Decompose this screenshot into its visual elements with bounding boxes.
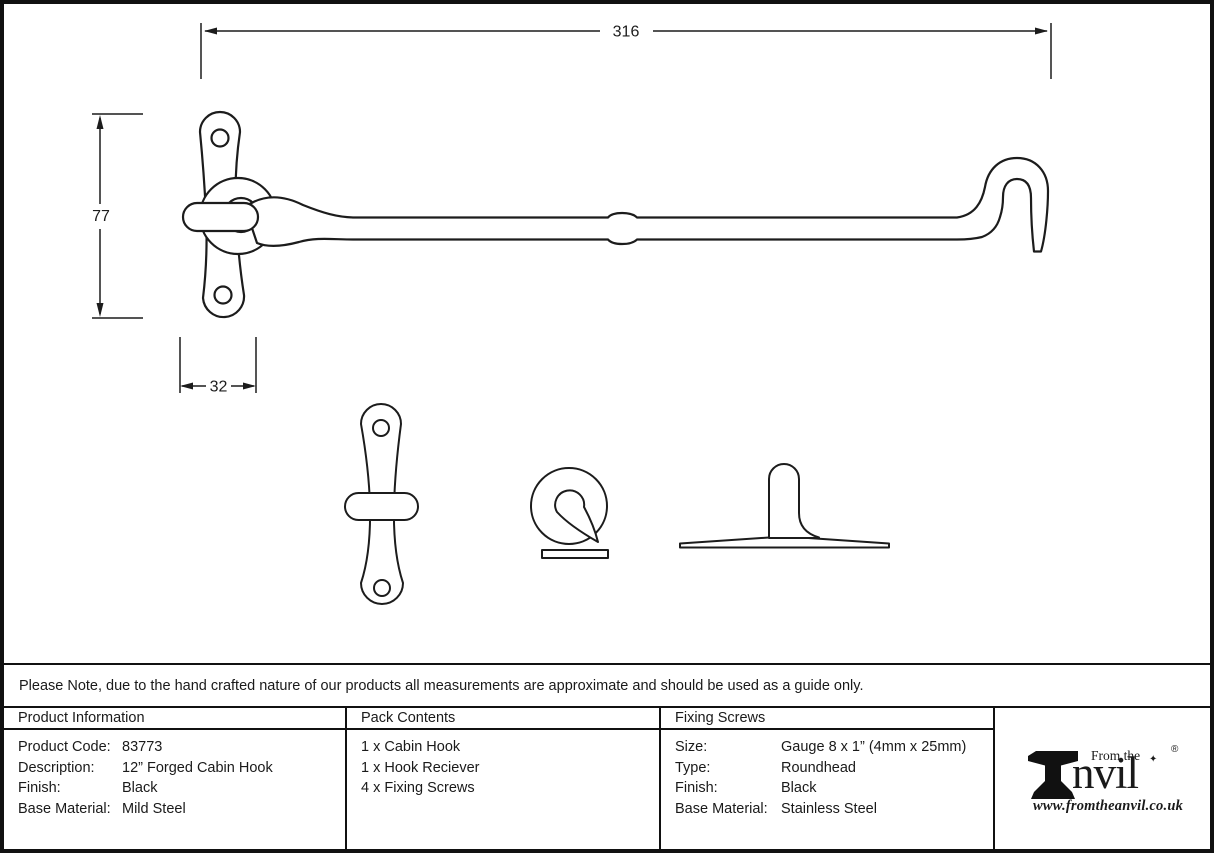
row-value: Black <box>781 780 817 797</box>
table-row: Base Material: Mild Steel <box>4 799 345 820</box>
product-information-column: Product Information Product Code: 83773 … <box>4 708 347 849</box>
table-row: Finish: Black <box>661 778 993 799</box>
list-item: 4 x Fixing Screws <box>361 780 475 797</box>
pack-contents-header: Pack Contents <box>347 708 659 730</box>
cabin-hook-technical-drawing: 316 77 <box>92 23 1052 605</box>
screw-hole <box>372 419 390 437</box>
table-row: Base Material: Stainless Steel <box>661 799 993 820</box>
table-row: Finish: Black <box>4 778 345 799</box>
technical-drawing-area: 316 77 <box>4 4 1210 663</box>
screw-hole <box>373 579 391 597</box>
from-the-anvil-logo: From the nvil ✦ ® www.fromtheanvil.co.uk <box>1028 744 1188 817</box>
toggle-bar <box>181 201 260 233</box>
fixing-screws-header: Fixing Screws <box>661 708 993 730</box>
row-value: Stainless Steel <box>781 801 877 818</box>
anvil-icon <box>1028 751 1078 799</box>
row-value: Gauge 8 x 1” (4mm x 25mm) <box>781 739 967 756</box>
dimension-width-label: 32 <box>210 379 228 396</box>
row-value: 12” Forged Cabin Hook <box>122 759 273 776</box>
dimension-length-label: 316 <box>613 24 640 41</box>
hook-eye-side-view <box>530 467 609 559</box>
row-label: Size: <box>675 739 708 756</box>
screw-hole-top <box>210 128 230 148</box>
registered-trademark-icon: ® <box>1171 744 1179 755</box>
row-label: Description: <box>18 759 95 776</box>
dimension-height-label: 77 <box>92 208 110 225</box>
specification-table: Product Information Product Code: 83773 … <box>4 706 1210 849</box>
table-row: Size: Gauge 8 x 1” (4mm x 25mm) <box>661 737 993 758</box>
measurement-note: Please Note, due to the hand crafted nat… <box>4 663 1210 706</box>
toggle-bar-front-view <box>344 492 419 521</box>
eye-base-plate <box>541 549 609 559</box>
product-information-header: Product Information <box>4 708 345 730</box>
logo-website-url: www.fromtheanvil.co.uk <box>1032 798 1184 814</box>
table-row: Product Code: 83773 <box>4 737 345 758</box>
receiver-front-view <box>344 403 419 605</box>
row-label: Type: <box>675 759 711 776</box>
note-text: Please Note, due to the hand crafted nat… <box>19 677 864 694</box>
receiver-side-view <box>679 463 890 549</box>
row-label: Base Material: <box>18 801 111 818</box>
dimension-width-32: 32 <box>179 337 257 396</box>
row-label: Base Material: <box>675 801 768 818</box>
dimension-length-316: 316 <box>200 23 1052 79</box>
brand-logo-cell: From the nvil ✦ ® www.fromtheanvil.co.uk <box>995 708 1210 849</box>
row-value: Mild Steel <box>122 801 186 818</box>
screw-hole-bottom <box>213 285 233 305</box>
toggle-post-side <box>768 463 820 539</box>
row-value: 83773 <box>122 739 163 756</box>
table-row: Type: Roundhead <box>661 758 993 779</box>
list-item: 1 x Hook Reciever <box>361 759 480 776</box>
list-item: 1 x Cabin Hook <box>361 739 461 756</box>
logo-wordmark: nvil <box>1072 748 1139 798</box>
table-row: Description: 12” Forged Cabin Hook <box>4 758 345 779</box>
row-label: Finish: <box>675 780 718 797</box>
pack-contents-column: Pack Contents 1 x Cabin Hook 1 x Hook Re… <box>347 708 661 849</box>
dimension-height-77: 77 <box>92 113 143 319</box>
row-label: Finish: <box>18 780 61 797</box>
row-label: Product Code: <box>18 739 111 756</box>
row-value: Black <box>122 780 158 797</box>
hook-shaft-and-hook <box>243 156 1050 253</box>
logo-prefix: From the <box>1091 748 1141 763</box>
diamond-icon: ✦ <box>1149 754 1158 765</box>
row-value: Roundhead <box>781 759 856 776</box>
fixing-screws-column: Fixing Screws Size: Gauge 8 x 1” (4mm x … <box>661 708 995 849</box>
